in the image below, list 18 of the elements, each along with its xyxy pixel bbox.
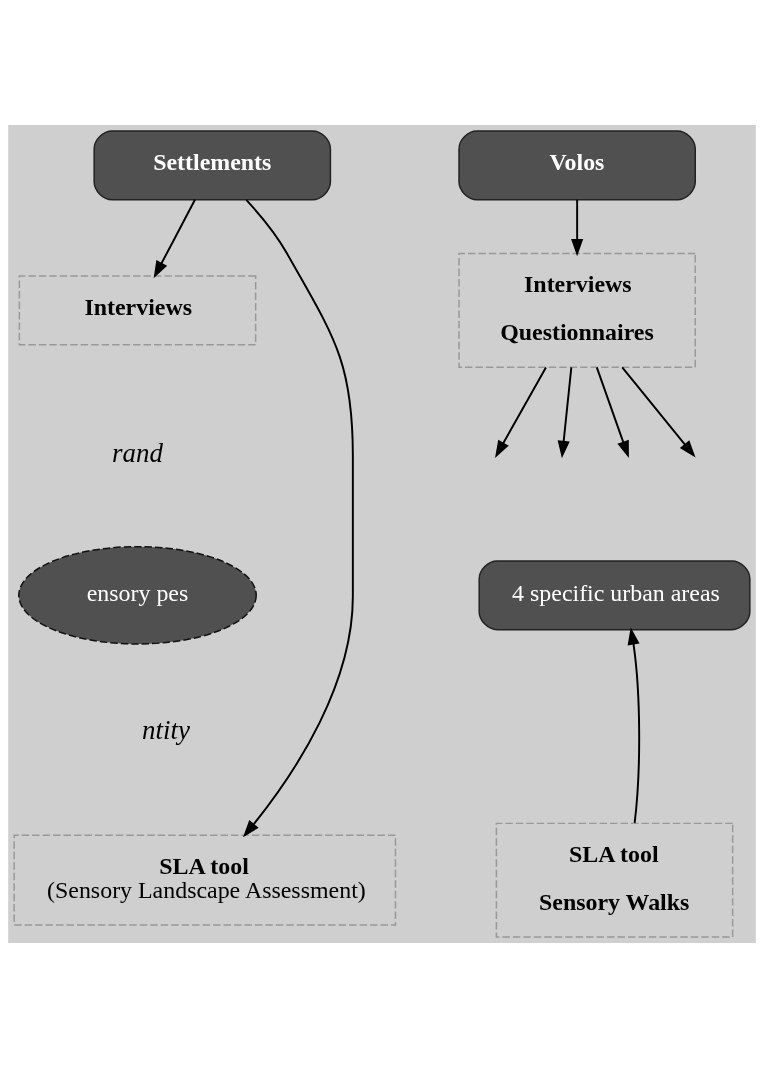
arrow bbox=[557, 365, 573, 458]
arrow bbox=[595, 365, 629, 458]
node-box: Interviews Questionnaires bbox=[458, 252, 696, 368]
node-box: Interviews bbox=[18, 274, 257, 346]
node-box: Volos bbox=[458, 129, 696, 200]
arrow bbox=[153, 198, 196, 278]
arrow bbox=[621, 365, 696, 458]
node-label: rand bbox=[112, 437, 163, 468]
node-ellipse: ensory pes bbox=[18, 545, 257, 645]
node-box: SLA tool Sensory Walks bbox=[495, 822, 734, 938]
node-box: 4 specific urban areas bbox=[478, 559, 751, 630]
node-box: SLA tool (Sensory Landscape Assessment) bbox=[13, 834, 397, 926]
node-box: Settlements bbox=[93, 129, 332, 200]
arrow bbox=[243, 198, 354, 837]
arrow bbox=[571, 198, 584, 256]
arrow bbox=[627, 626, 641, 824]
arrow bbox=[495, 365, 547, 458]
node-label: ntity bbox=[142, 714, 190, 745]
